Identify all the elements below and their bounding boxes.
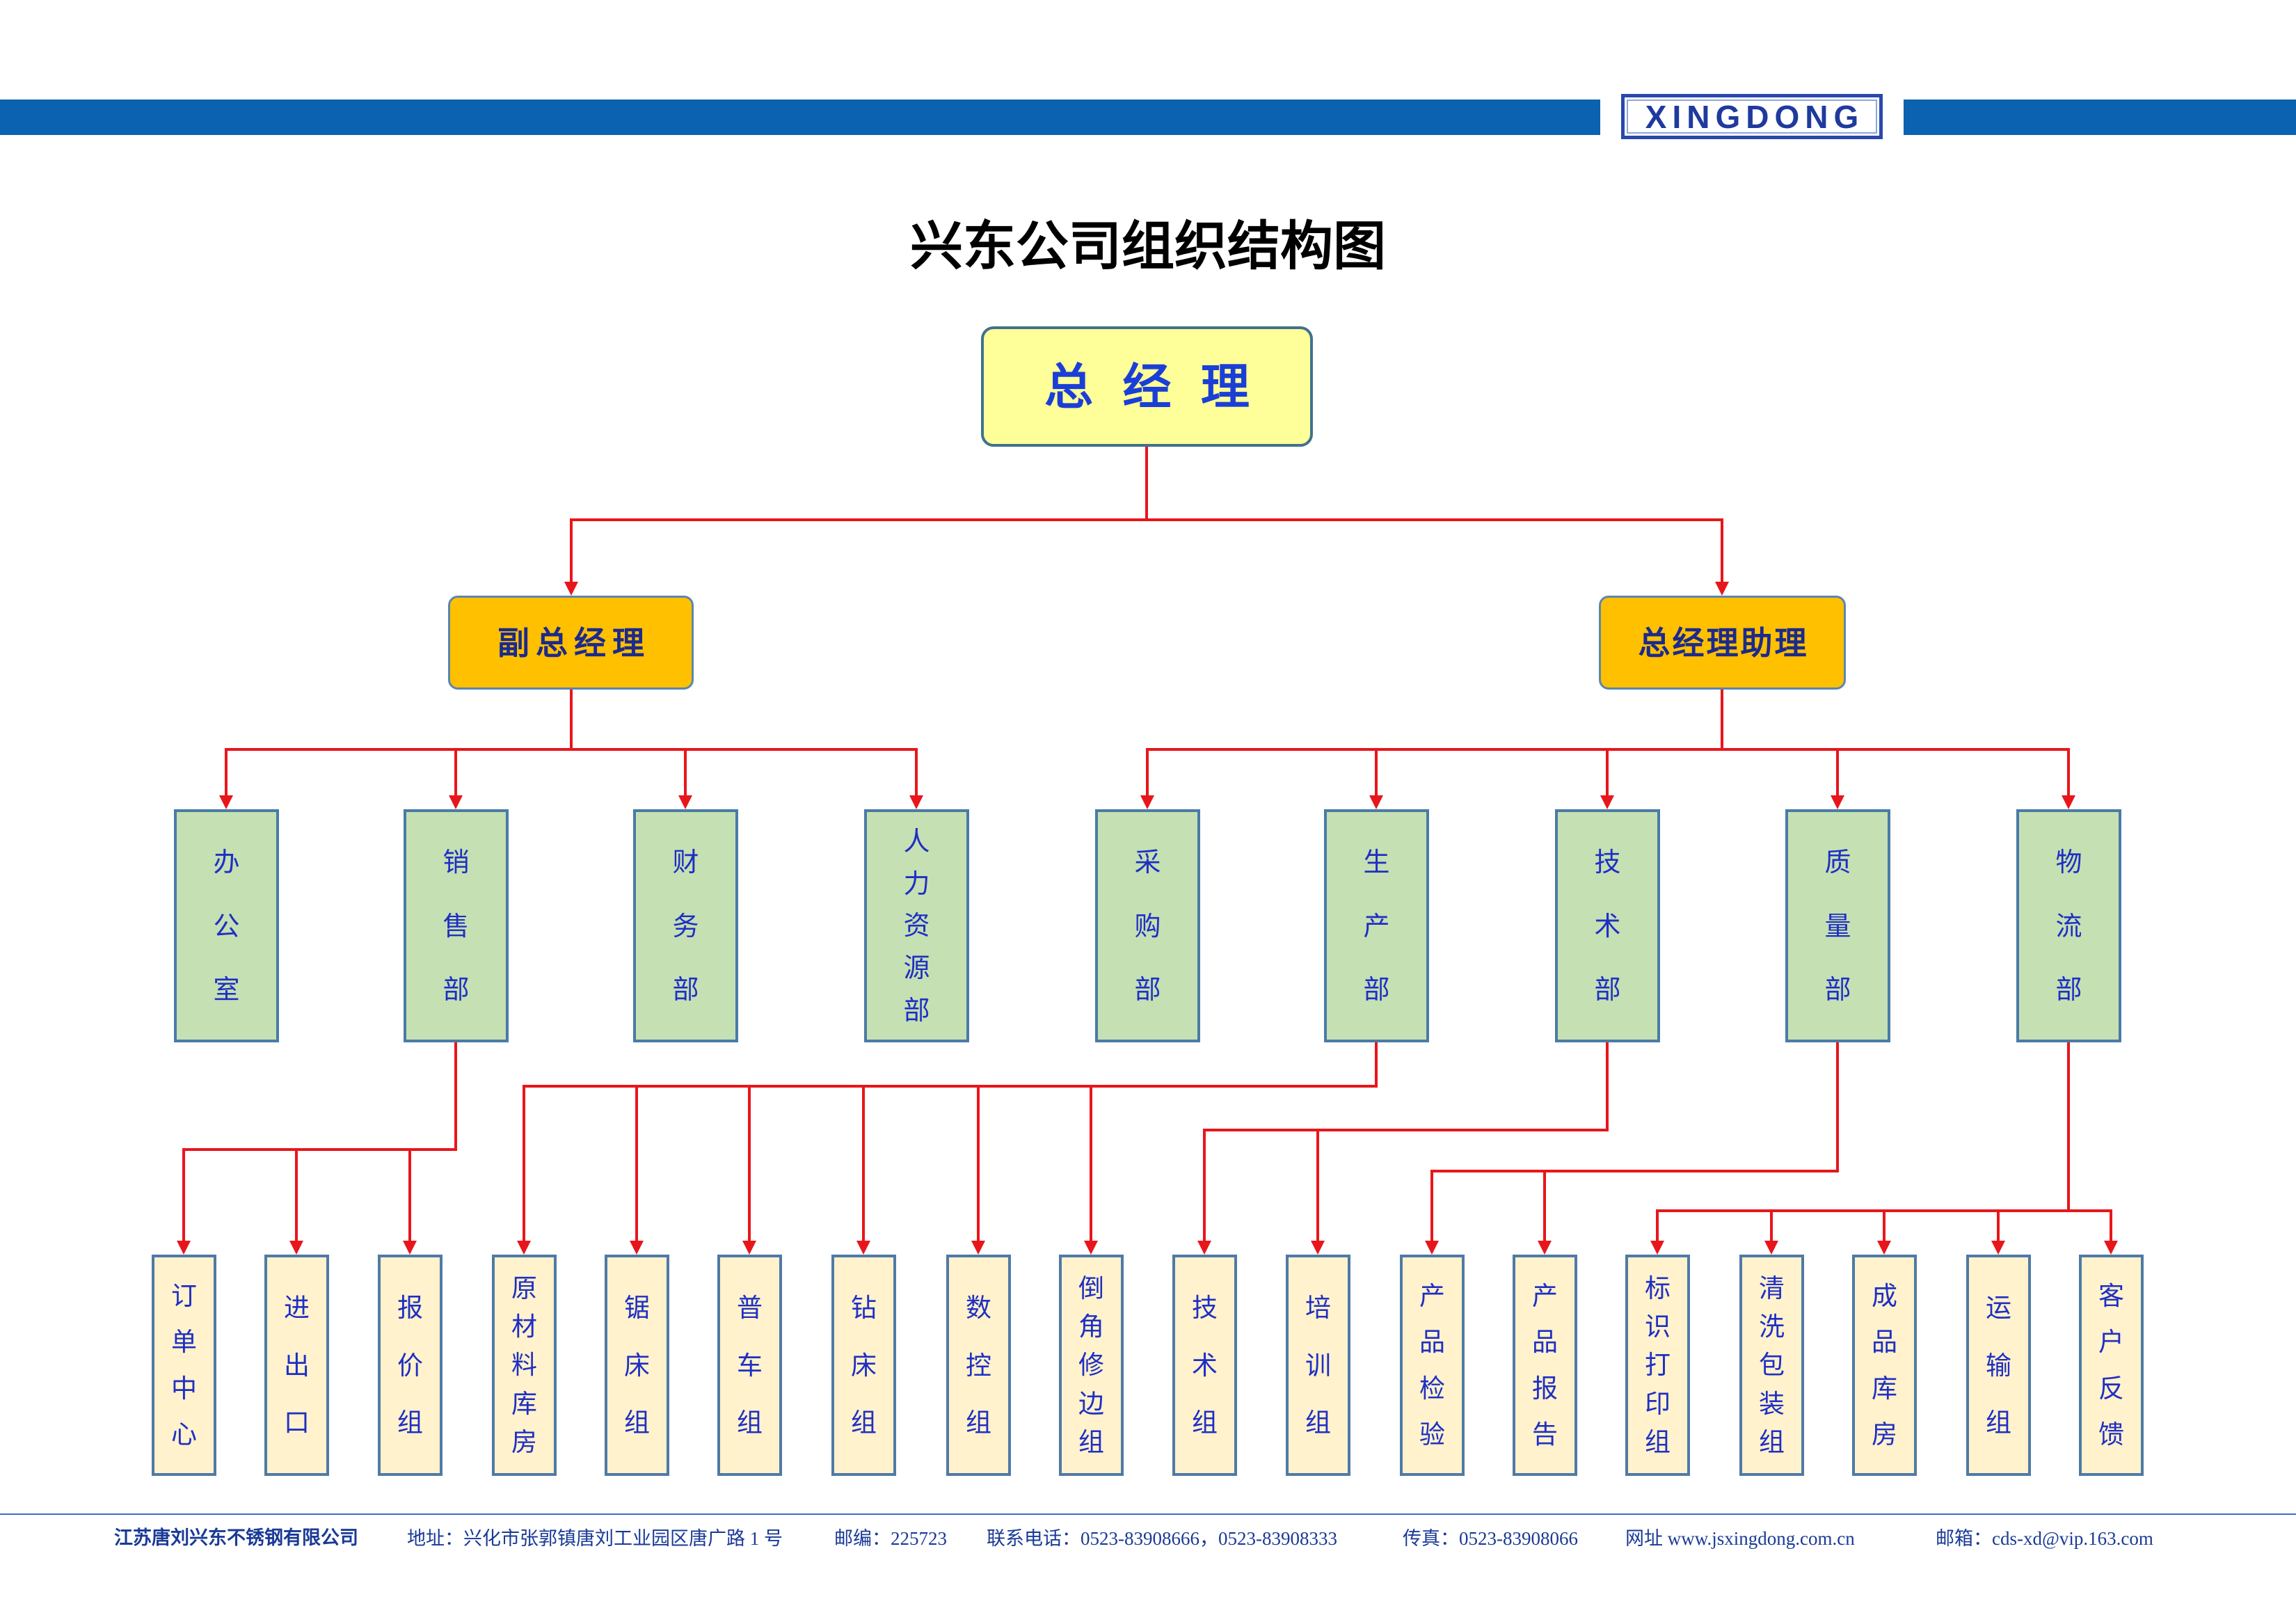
node-group-cleaning-packing: 清洗包装组 [1739, 1255, 1804, 1476]
node-label: 技术部 [1594, 847, 1621, 1005]
node-dept-sales: 销售部 [404, 809, 509, 1042]
node-group-chamfer-deburr: 倒角修边组 [1059, 1255, 1124, 1476]
node-group-technical: 技术组 [1172, 1255, 1237, 1476]
node-group-drilling: 钻床组 [831, 1255, 896, 1476]
node-label: 培训组 [1305, 1292, 1331, 1438]
node-dept-technology: 技术部 [1555, 809, 1660, 1042]
footer-phone: 联系电话：0523-83908666，0523-83908333 [987, 1528, 1337, 1549]
node-label: 普车组 [737, 1292, 763, 1438]
node-label: 标识打印组 [1645, 1273, 1671, 1457]
node-label: 成品库房 [1872, 1281, 1897, 1449]
node-label: 报价组 [397, 1292, 423, 1438]
node-dept-office: 办公室 [174, 809, 279, 1042]
node-label: 销售部 [443, 847, 470, 1005]
node-group-finished-goods-store: 成品库房 [1852, 1255, 1917, 1476]
node-label: 产品检验 [1419, 1281, 1445, 1449]
node-group-training: 培训组 [1286, 1255, 1350, 1476]
node-label: 运输组 [1986, 1292, 2011, 1438]
brand-logo-text: XINGDONG [1645, 98, 1865, 135]
node-label: 数控组 [966, 1292, 991, 1438]
footer-email: 邮箱：cds-xd@vip.163.com [1936, 1528, 2153, 1549]
node-label: 客户反馈 [2098, 1281, 2124, 1449]
node-dept-quality: 质量部 [1785, 809, 1890, 1042]
node-label: 订单中心 [171, 1281, 197, 1449]
node-group-sawing: 锯床组 [605, 1255, 669, 1476]
node-label: 副总经理 [497, 623, 651, 662]
node-dept-production: 生产部 [1324, 809, 1429, 1042]
node-label: 人力资源部 [903, 825, 930, 1026]
node-label: 原材料库房 [511, 1273, 537, 1457]
footer-website: 网址 www.jsxingdong.com.cn [1625, 1528, 1855, 1549]
footer-fax: 传真：0523-83908066 [1403, 1528, 1578, 1549]
node-label: 生产部 [1363, 847, 1390, 1005]
node-group-quotation: 报价组 [378, 1255, 443, 1476]
chart-title: 兴东公司组织结构图 [910, 215, 1386, 277]
node-group-customer-feedback: 客户反馈 [2079, 1255, 2144, 1476]
node-label: 质量部 [1824, 847, 1851, 1005]
node-group-label-printing: 标识打印组 [1625, 1255, 1690, 1476]
footer-address: 地址：兴化市张郭镇唐刘工业园区唐广路 1 号 [407, 1528, 783, 1549]
node-group-lathe: 普车组 [717, 1255, 782, 1476]
node-group-import-export: 进出口 [264, 1255, 329, 1476]
node-label: 采购部 [1134, 847, 1161, 1005]
node-label: 办公室 [213, 847, 240, 1005]
header-bar-left [0, 100, 1600, 135]
node-label: 清洗包装组 [1759, 1273, 1785, 1457]
node-label: 产品报告 [1532, 1281, 1558, 1449]
node-label: 物流部 [2055, 847, 2082, 1005]
header-bar-right [1904, 100, 2296, 135]
node-dept-hr: 人力资源部 [864, 809, 969, 1042]
node-label: 总经理助理 [1638, 623, 1809, 662]
footer-divider [0, 1513, 2296, 1515]
node-label: 钻床组 [851, 1292, 877, 1438]
node-general-manager: 总 经 理 [981, 326, 1313, 447]
node-label: 进出口 [284, 1292, 310, 1438]
node-dept-finance: 财务部 [633, 809, 738, 1042]
node-group-product-report: 产品报告 [1513, 1255, 1577, 1476]
node-group-order-center: 订单中心 [152, 1255, 216, 1476]
node-group-cnc: 数控组 [946, 1255, 1011, 1476]
brand-logo: XINGDONG [1621, 94, 1883, 139]
node-group-raw-material-store: 原材料库房 [492, 1255, 557, 1476]
node-group-product-inspection: 产品检验 [1400, 1255, 1465, 1476]
node-label: 锯床组 [624, 1292, 650, 1438]
node-group-transport: 运输组 [1966, 1255, 2031, 1476]
footer-company-name: 江苏唐刘兴东不锈钢有限公司 [114, 1527, 358, 1549]
node-label: 财务部 [672, 847, 699, 1005]
node-deputy-general-manager: 副总经理 [448, 596, 694, 690]
node-dept-purchasing: 采购部 [1095, 809, 1200, 1042]
node-label: 技术组 [1192, 1292, 1218, 1438]
node-label: 倒角修边组 [1078, 1273, 1104, 1457]
node-label: 总 经 理 [1044, 358, 1256, 415]
node-gm-assistant: 总经理助理 [1599, 596, 1846, 690]
node-dept-logistics: 物流部 [2016, 809, 2121, 1042]
footer-postcode: 邮编：225723 [834, 1528, 947, 1549]
